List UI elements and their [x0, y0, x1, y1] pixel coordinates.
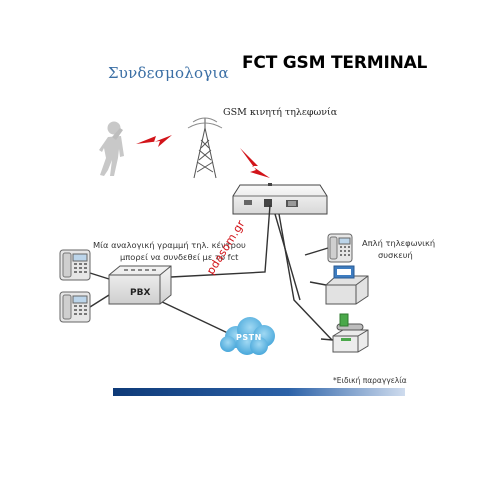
pstn-label: PSTN: [236, 333, 262, 342]
desk-phone-icon: [59, 291, 91, 323]
gsm-tower-icon: [187, 117, 223, 179]
desk-phone-icon: [59, 249, 91, 281]
fax-machine-icon: [325, 265, 369, 305]
analog-line-label-continued: μπορεί να συνδεθεί με το fct: [120, 252, 239, 262]
simple-phone-label-continued: συσκευή: [378, 250, 413, 260]
pbx-label: PBX: [130, 288, 151, 298]
connection-lines: [89, 204, 334, 341]
telephone-icon: [332, 313, 369, 353]
section-title: Συνδεσμολογια: [108, 64, 229, 82]
footer-bar: [113, 388, 405, 396]
special-order-note: *Ειδική παραγγελία: [333, 376, 407, 385]
desk-phone-icon: [327, 233, 353, 263]
pbx-box: [108, 265, 172, 305]
signal-lightning-icon: [240, 148, 270, 178]
simple-phone-label: Απλή τηλεφωνική: [362, 238, 436, 248]
gsm-label: GSM κινητή τηλεφωνία: [223, 107, 338, 118]
pstn-cloud-icon: [220, 317, 275, 355]
analog-line-label: Μία αναλογική γραμμή τηλ. κέντρου: [93, 240, 246, 250]
fct-terminal-device: [232, 183, 328, 215]
mobile-user-icon: [99, 121, 124, 176]
product-title: FCT GSM TERMINAL: [242, 53, 428, 73]
signal-lightning-icon: [136, 135, 172, 147]
